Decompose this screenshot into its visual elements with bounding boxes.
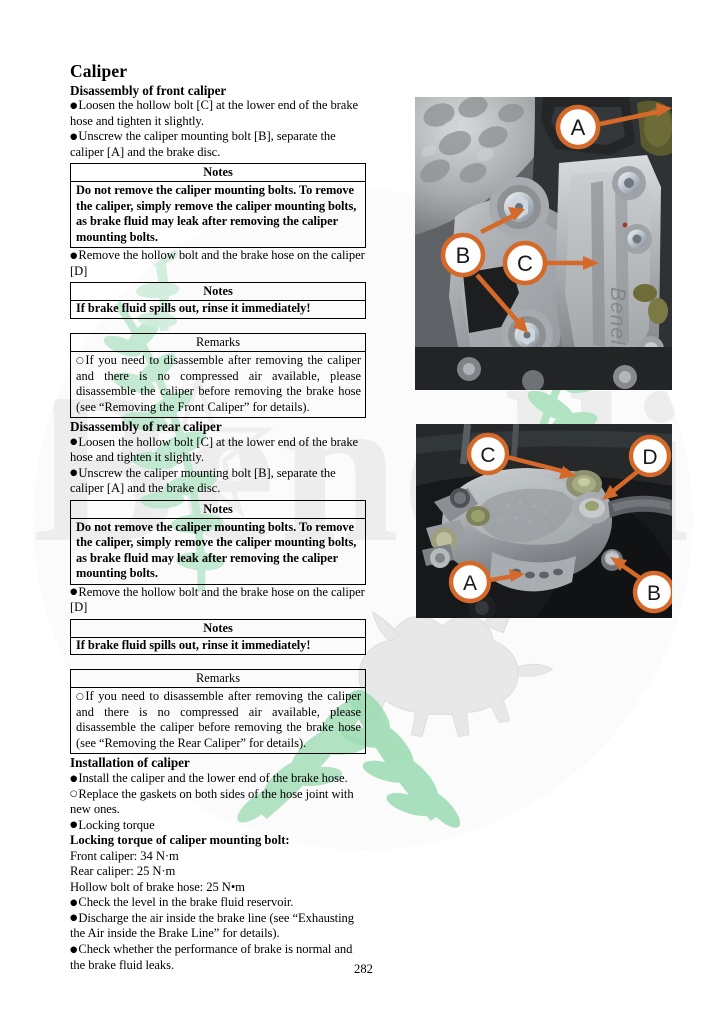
figure-rear-caliper: C D A B	[416, 424, 672, 618]
notes-header: Notes	[71, 620, 365, 638]
page-title: Caliper	[70, 61, 128, 81]
torque-front: Front caliper: 34 N·m	[70, 848, 179, 863]
notes-header: Notes	[71, 164, 365, 183]
install-step-2: ○Replace the gaskets on both sides of th…	[70, 786, 354, 817]
notes-header: Notes	[71, 501, 365, 519]
remarks-body: ○If you need to disassemble after removi…	[76, 353, 361, 414]
bullet-hollow-icon: ○	[76, 692, 86, 703]
rear-notes-table-1: Notes Do not remove the caliper mounting…	[70, 499, 366, 585]
bullet-filled-icon: ●	[70, 131, 78, 142]
bullet-hollow-icon: ○	[76, 356, 86, 367]
install-step-6: ●Check whether the performance of brake …	[70, 942, 353, 972]
notes-header: Notes	[71, 283, 365, 302]
svg-text:A: A	[571, 115, 586, 140]
rear-step-1: ●Loosen the hollow bolt [C] at the lower…	[70, 434, 359, 465]
notes-body: Do not remove the caliper mounting bolts…	[76, 183, 357, 244]
remarks-body: ○If you need to disassemble after removi…	[76, 689, 361, 750]
svg-text:D: D	[642, 446, 657, 469]
notes-body: If brake fluid spills out, rinse it imme…	[76, 637, 311, 652]
rear-step-2: ●Unscrew the caliper mounting bolt [B], …	[70, 465, 336, 496]
front-step-1: ●Loosen the hollow bolt [C] at the lower…	[70, 98, 359, 128]
rear-remarks-table: Remarks ○If you need to disassemble afte…	[70, 669, 366, 755]
notes-body: Do not remove the caliper mounting bolts…	[76, 519, 357, 581]
remarks-header: Remarks	[71, 670, 365, 689]
remarks-header: Remarks	[71, 334, 365, 353]
front-notes-table-1: Notes Do not remove the caliper mounting…	[70, 163, 366, 249]
install-step-3: ●Locking torque	[70, 817, 155, 832]
svg-text:C: C	[517, 251, 533, 276]
heading-disassembly-front: Disassembly of front caliper	[70, 82, 227, 98]
svg-text:B: B	[647, 582, 661, 605]
heading-disassembly-rear: Disassembly of rear caliper	[70, 419, 222, 435]
install-step-1: ●Install the caliper and the lower end o…	[70, 771, 348, 786]
bullet-filled-icon: ●	[70, 913, 78, 924]
heading-installation: Installation of caliper	[70, 755, 190, 771]
rear-notes-table-2: Notes If brake fluid spills out, rinse i…	[70, 618, 366, 656]
torque-hollow-bolt: Hollow bolt of brake hose: 25 N•m	[70, 879, 245, 894]
svg-text:A: A	[463, 572, 477, 595]
bullet-filled-icon: ●	[70, 897, 78, 908]
torque-rear: Rear caliper: 25 N·m	[70, 864, 176, 879]
figure-front-caliper: Benelli	[415, 97, 672, 390]
brand-embossing: Benelli	[606, 287, 629, 357]
svg-text:C: C	[480, 444, 495, 467]
bullet-filled-icon: ●	[70, 944, 78, 955]
svg-text:B: B	[456, 243, 471, 268]
front-step-3: ●Remove the hollow bolt and the brake ho…	[70, 248, 365, 278]
body-text-column: Caliper Disassembly of front caliper ●Lo…	[70, 61, 368, 973]
spacer	[70, 319, 368, 330]
torque-heading: Locking torque of caliper mounting bolt:	[70, 833, 290, 848]
front-remarks-table: Remarks ○If you need to disassemble afte…	[70, 332, 366, 419]
install-step-4: ●Check the level in the brake fluid rese…	[70, 895, 294, 910]
front-notes-table-2: Notes If brake fluid spills out, rinse i…	[70, 282, 366, 319]
front-step-2: ●Unscrew the caliper mounting bolt [B], …	[70, 129, 336, 159]
callout-a-front: A	[555, 103, 672, 150]
rear-step-3: ●Remove the hollow bolt and the brake ho…	[70, 584, 365, 615]
bullet-filled-icon: ●	[70, 100, 78, 111]
install-step-5: ●Discharge the air inside the brake line…	[70, 910, 354, 941]
page-number: 282	[354, 962, 373, 976]
notes-body: If brake fluid spills out, rinse it imme…	[76, 301, 311, 316]
spacer	[70, 655, 368, 666]
